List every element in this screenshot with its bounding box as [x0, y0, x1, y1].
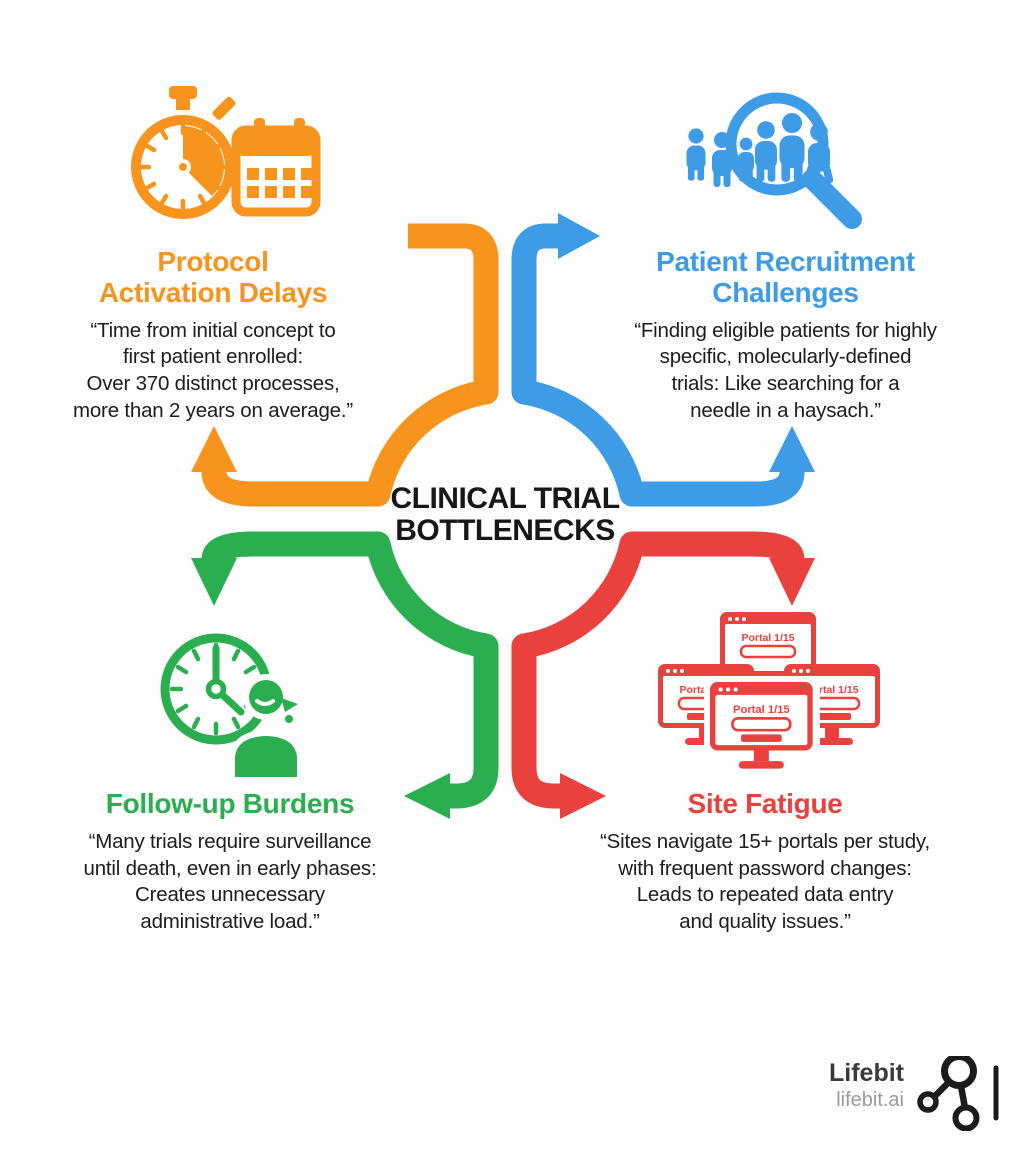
site-right-arrowhead [560, 773, 606, 819]
lifebit-logo-icon [917, 1056, 999, 1131]
followup-branch-path [201, 531, 499, 809]
clock-person-icon [160, 633, 302, 780]
magnifier-handle [802, 169, 862, 229]
followup-burdens-quote: “Many trials require surveillance until … [83, 829, 377, 934]
recruitment-up-arrowhead [769, 426, 815, 472]
svg-text:Portal 1/15: Portal 1/15 [741, 632, 794, 644]
brand-name: Lifebit [829, 1059, 904, 1087]
patient-recruitment-title: Patient Recruitment Challenges [656, 246, 915, 308]
protocol-up-arrowhead [191, 426, 237, 472]
stopwatch-calendar-icon [131, 86, 321, 219]
protocol-activation-quote: “Time from initial concept to first pati… [72, 318, 354, 423]
footer-brand: Lifebit lifebit.ai [820, 1056, 1020, 1134]
site-down-arrowhead [769, 558, 815, 606]
site-branch-path [511, 531, 805, 809]
patient-recruitment-block: Patient Recruitment Challenges “Finding … [598, 246, 973, 425]
patient-recruitment-quote: “Finding eligible patients for highly sp… [634, 318, 937, 423]
protocol-branch-path [201, 223, 499, 507]
followup-burdens-block: Follow-up Burdens “Many trials require s… [38, 788, 422, 936]
monitor-front: Portal 1/15 [710, 682, 813, 769]
site-fatigue-quote: “Sites navigate 15+ portals per study, w… [600, 829, 930, 934]
portal-monitors-icon: Portal 1/15 Portal 1/15 Portal 1/15 [658, 612, 880, 778]
protocol-activation-block: Protocol Activation Delays “Time from in… [30, 246, 396, 425]
followup-left-arrowhead [404, 773, 450, 819]
magnifier-lens [725, 92, 829, 196]
recruitment-right-arrowhead [558, 213, 600, 259]
followup-burdens-title: Follow-up Burdens [105, 788, 355, 819]
brand-domain: lifebit.ai [836, 1088, 904, 1111]
people-magnifier-icon [686, 92, 862, 229]
center-hub-title: CLINICAL TRIAL BOTTLENECKS [390, 482, 620, 547]
followup-down-arrowhead [191, 558, 237, 606]
site-fatigue-block: Site Fatigue “Sites navigate 15+ portals… [573, 788, 957, 936]
protocol-activation-title: Protocol Activation Delays [98, 246, 328, 308]
svg-text:Portal 1/15: Portal 1/15 [733, 704, 790, 716]
recruitment-branch-path [511, 223, 805, 507]
site-fatigue-title: Site Fatigue [687, 788, 843, 819]
monitor-top: Portal 1/15 [720, 612, 816, 693]
brand-text-block: Lifebit lifebit.ai [820, 1059, 904, 1113]
